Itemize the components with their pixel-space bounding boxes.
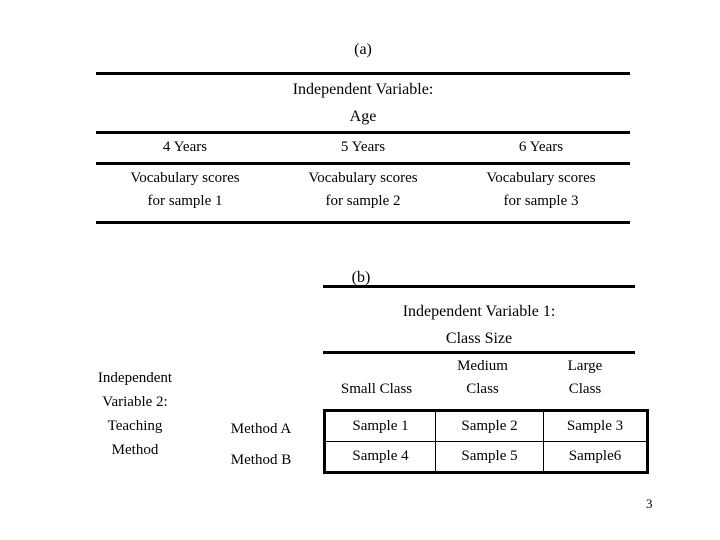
panel-b-iv1-title-line2: Class Size <box>445 330 513 347</box>
panel-b-table: Sample 1 Sample 2 Sample 3 Sample 4 Samp… <box>325 411 647 472</box>
panel-a-caption-text: (a) <box>354 41 372 58</box>
panel-a-subheader-rule <box>96 162 630 165</box>
panel-b-independent-variable-1-title: Independent Variable 1: Class Size <box>323 298 635 352</box>
panel-a-data-row: Vocabulary scores for sample 1 Vocabular… <box>96 167 630 213</box>
table-cell: Sample 2 <box>435 411 544 442</box>
panel-b-column-header-large-class: Large Class <box>535 355 635 401</box>
table-row: Sample 1 Sample 2 Sample 3 <box>325 411 647 442</box>
panel-b-iv2-label-line4: Method <box>111 442 159 458</box>
table-cell: Sample 5 <box>435 441 544 472</box>
panel-b-row-label-method-a: Method A <box>230 421 292 437</box>
panel-b-data-grid: Sample 1 Sample 2 Sample 3 Sample 4 Samp… <box>323 409 649 474</box>
panel-b-row-label-method-b: Method B <box>230 452 292 468</box>
panel-a-data-cell-line1: Vocabulary scores <box>486 170 596 186</box>
panel-a-data-cell-line1: Vocabulary scores <box>130 170 240 186</box>
panel-b-column-header-medium-class: Medium Class <box>430 355 535 401</box>
panel-a-data-cell-line2: for sample 1 <box>147 193 223 209</box>
panel-b-column-header-row: Small Class Medium Class Large Class <box>323 355 635 401</box>
panel-a-independent-variable-title: Independent Variable: Age <box>96 76 630 130</box>
panel-a-column-header: 5 Years <box>340 139 386 155</box>
panel-b-iv2-label-line2: Variable 2: <box>102 394 168 410</box>
page-number: 3 <box>646 496 653 511</box>
panel-a-data-cell-line1: Vocabulary scores <box>308 170 418 186</box>
panel-b-column-header-line2: Class <box>568 381 602 397</box>
table-cell: Sample6 <box>543 441 647 472</box>
panel-b-caption-text: (b) <box>351 269 371 286</box>
panel-a-data-cell: Vocabulary scores for sample 1 <box>96 167 274 213</box>
panel-b-middle-rule <box>323 351 635 354</box>
panel-a-top-rule <box>96 72 630 75</box>
panel-b-iv2-label-line1: Independent <box>97 370 173 386</box>
panel-b-row-label-column: Method A Method B <box>206 414 316 476</box>
table-row: Sample 4 Sample 5 Sample6 <box>325 441 647 472</box>
table-cell: Sample 1 <box>325 411 436 442</box>
panel-b-column-header-line1: Medium <box>457 358 508 374</box>
panel-b-caption: (b) <box>325 268 397 288</box>
panel-b-column-header-line2: Class <box>466 381 499 397</box>
table-cell: Sample 4 <box>325 441 436 472</box>
panel-a-caption: (a) <box>96 40 630 60</box>
panel-b-iv2-label-line3: Teaching <box>107 418 163 434</box>
panel-a-iv-title-line2: Age <box>349 108 377 125</box>
panel-a-column-header: 6 Years <box>518 139 564 155</box>
panel-a-data-cell: Vocabulary scores for sample 3 <box>452 167 630 213</box>
panel-b-top-rule <box>323 285 635 288</box>
panel-a-data-cell-line2: for sample 3 <box>503 193 579 209</box>
panel-a-data-cell-line2: for sample 2 <box>325 193 401 209</box>
panel-b-column-header-line2: Small Class <box>340 381 413 397</box>
table-cell: Sample 3 <box>543 411 647 442</box>
panel-a-column-header-row: 4 Years 5 Years 6 Years <box>96 136 630 158</box>
panel-b-independent-variable-2-label: Independent Variable 2: Teaching Method <box>74 366 196 462</box>
panel-b-column-header-small-class: Small Class <box>323 378 430 401</box>
panel-a-bottom-rule <box>96 221 630 224</box>
panel-b-column-header-line1: Large <box>567 358 603 374</box>
panel-a-middle-rule <box>96 131 630 134</box>
panel-a-column-header: 4 Years <box>162 139 208 155</box>
panel-a-data-cell: Vocabulary scores for sample 2 <box>274 167 452 213</box>
panel-b-iv1-title-line1: Independent Variable 1: <box>402 303 556 320</box>
panel-a-iv-title-line1: Independent Variable: <box>292 81 434 98</box>
